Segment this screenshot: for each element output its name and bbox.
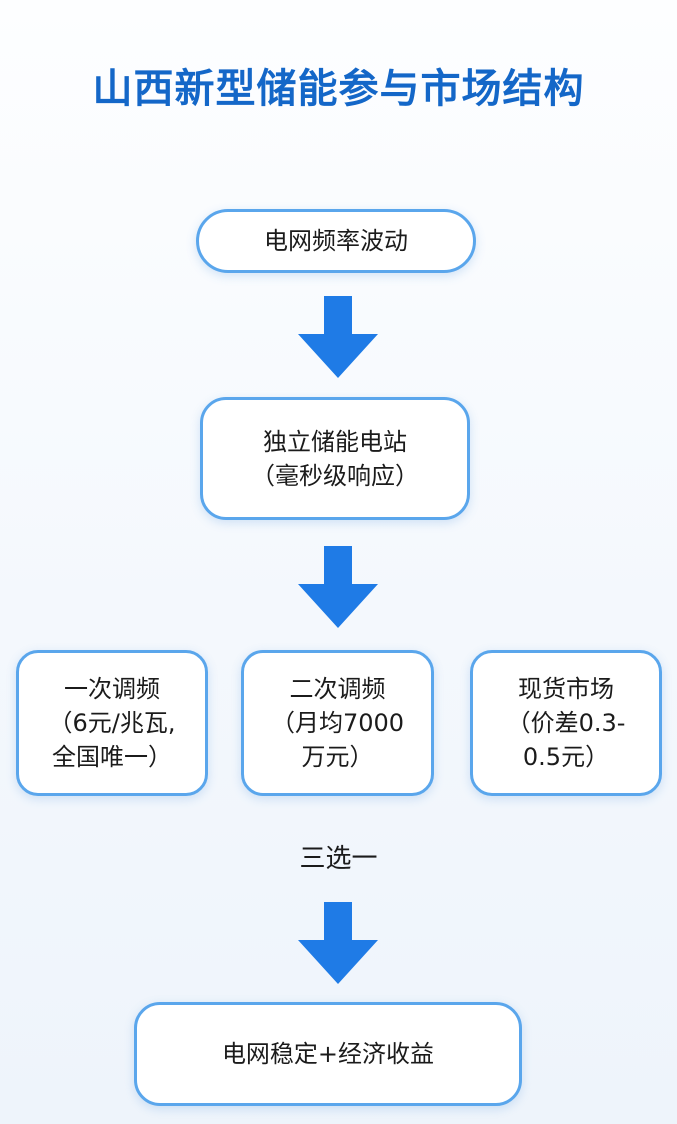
choice-label: 三选一 xyxy=(299,844,378,874)
node-sublabel: 万元） xyxy=(301,743,374,771)
down-arrow-icon xyxy=(296,296,380,380)
node-independent-storage-station: 独立储能电站 （毫秒级响应） xyxy=(200,397,470,520)
node-sublabel: 0.5元） xyxy=(522,743,610,771)
node-spot-market: 现货市场 （价差0.3- 0.5元） xyxy=(470,650,662,796)
node-label: 电网频率波动 xyxy=(264,227,408,255)
node-grid-stability-economic-benefit: 电网稳定+经济收益 xyxy=(134,1002,522,1106)
down-arrow-icon xyxy=(296,902,380,986)
node-primary-frequency-regulation: 一次调频 （6元/兆瓦, 全国唯一） xyxy=(16,650,208,796)
node-label: 二次调频 xyxy=(289,675,386,703)
node-sublabel: （月均7000 xyxy=(270,709,405,737)
diagram-title: 山西新型储能参与市场结构 xyxy=(92,66,585,112)
node-label: 电网稳定+经济收益 xyxy=(221,1040,435,1068)
node-sublabel: （毫秒级响应） xyxy=(251,461,419,490)
node-sublabel: （价差0.3- xyxy=(506,709,626,737)
node-secondary-frequency-regulation: 二次调频 （月均7000 万元） xyxy=(241,650,434,796)
node-label: 独立储能电站 xyxy=(263,427,407,456)
node-label: 一次调频 xyxy=(64,675,160,703)
node-sublabel: 全国唯一） xyxy=(52,743,172,771)
node-label: 现货市场 xyxy=(518,675,614,703)
node-sublabel: （6元/兆瓦, xyxy=(48,709,176,737)
down-arrow-icon xyxy=(296,546,380,630)
node-grid-frequency-fluctuation: 电网频率波动 xyxy=(196,209,476,273)
